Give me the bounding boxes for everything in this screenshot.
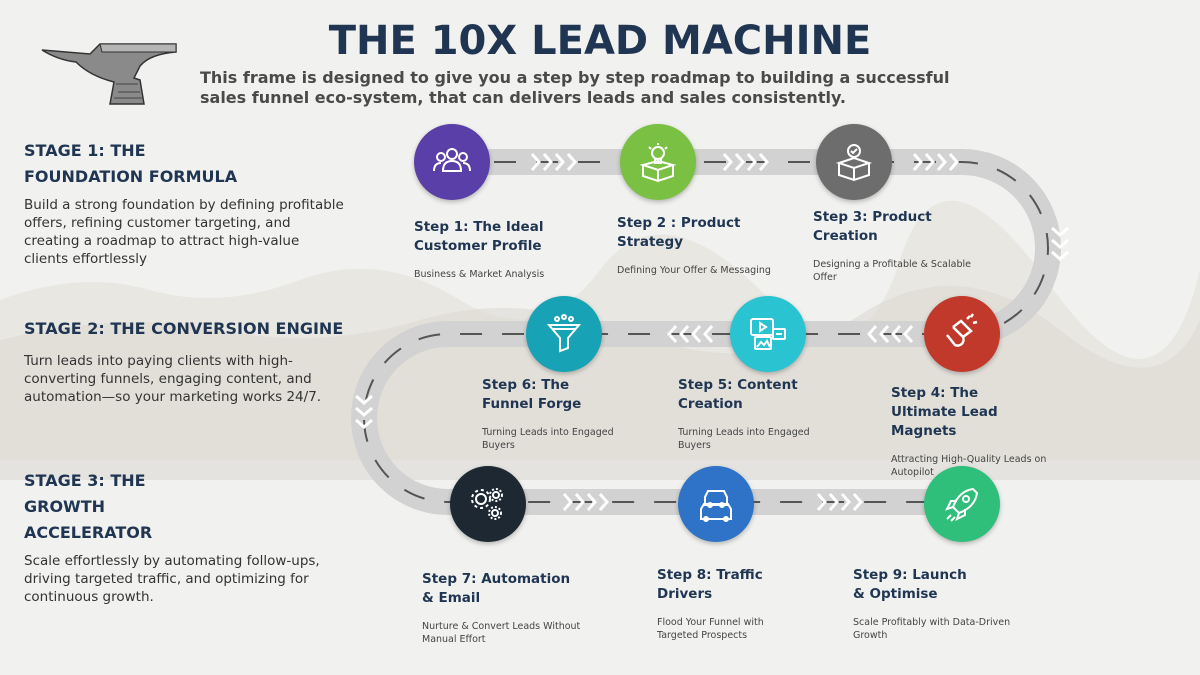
stage-1: STAGE 1: THE FOUNDATION FORMULA Build a …: [24, 138, 344, 268]
stage-2-title: STAGE 2: THE CONVERSION ENGINE: [24, 319, 344, 338]
step-6-title: Step 6: The Funnel Forge: [482, 377, 582, 412]
step-1-description: Business & Market Analysis: [414, 269, 545, 280]
stage-3-title: STAGE 3: THE GROWTH ACCELERATOR: [24, 471, 153, 542]
users-icon: [414, 124, 490, 200]
stage-2-description: Turn leads into paying clients with high…: [24, 353, 322, 405]
step-7-title: Step 7: Automation & Email: [422, 571, 571, 606]
anvil-logo: [41, 43, 177, 105]
step-4-title: Step 4: The Ultimate Lead Magnets: [891, 385, 998, 439]
product-box-icon: [816, 124, 892, 200]
step-1: Step 1: The Ideal Customer Profile Busin…: [414, 218, 604, 281]
page-subtitle: This frame is designed to give you a ste…: [200, 68, 950, 107]
step-7: Step 7: Automation & Email Nurture & Con…: [422, 570, 612, 646]
step-3-title: Step 3: Product Creation: [813, 209, 932, 244]
step-5: Step 5: Content Creation Turning Leads i…: [678, 376, 868, 452]
stage-2: STAGE 2: THE CONVERSION ENGINE Turn lead…: [24, 316, 344, 406]
content-media-icon: [730, 296, 806, 372]
step-5-title: Step 5: Content Creation: [678, 377, 798, 412]
step-9-title: Step 9: Launch & Optimise: [853, 567, 967, 602]
funnel-icon: [526, 296, 602, 372]
step-9-description: Scale Profitably with Data-Driven Growth: [853, 617, 1011, 641]
step-8-description: Flood Your Funnel with Targeted Prospect…: [657, 617, 764, 641]
step-1-title: Step 1: The Ideal Customer Profile: [414, 219, 544, 254]
step-8: Step 8: Traffic Drivers Flood Your Funne…: [657, 566, 847, 642]
step-2: Step 2 : Product Strategy Defining Your …: [617, 214, 807, 277]
step-3-description: Designing a Profitable & Scalable Offer: [813, 259, 971, 283]
step-3: Step 3: Product Creation Designing a Pro…: [813, 208, 1003, 284]
rocket-icon: [924, 466, 1000, 542]
page-title: THE 10X LEAD MACHINE: [328, 18, 872, 64]
stage-1-description: Build a strong foundation by defining pr…: [24, 197, 344, 267]
step-7-description: Nurture & Convert Leads Without Manual E…: [422, 621, 581, 645]
gears-icon: [450, 466, 526, 542]
step-6: Step 6: The Funnel Forge Turning Leads i…: [482, 376, 672, 452]
step-8-title: Step 8: Traffic Drivers: [657, 567, 763, 602]
stage-3-description: Scale effortlessly by automating follow-…: [24, 553, 320, 605]
magnet-icon: [924, 296, 1000, 372]
stage-1-title: STAGE 1: THE FOUNDATION FORMULA: [24, 141, 238, 186]
step-5-description: Turning Leads into Engaged Buyers: [678, 427, 810, 451]
step-6-description: Turning Leads into Engaged Buyers: [482, 427, 614, 451]
step-2-title: Step 2 : Product Strategy: [617, 215, 741, 250]
traffic-cars-icon: [678, 466, 754, 542]
step-2-description: Defining Your Offer & Messaging: [617, 265, 771, 276]
step-4-description: Attracting High-Quality Leads on Autopil…: [891, 454, 1047, 478]
stage-3: STAGE 3: THE GROWTH ACCELERATOR Scale ef…: [24, 468, 344, 606]
step-4: Step 4: The Ultimate Lead Magnets Attrac…: [891, 384, 1081, 479]
lightbulb-box-icon: [620, 124, 696, 200]
step-9: Step 9: Launch & Optimise Scale Profitab…: [853, 566, 1043, 642]
